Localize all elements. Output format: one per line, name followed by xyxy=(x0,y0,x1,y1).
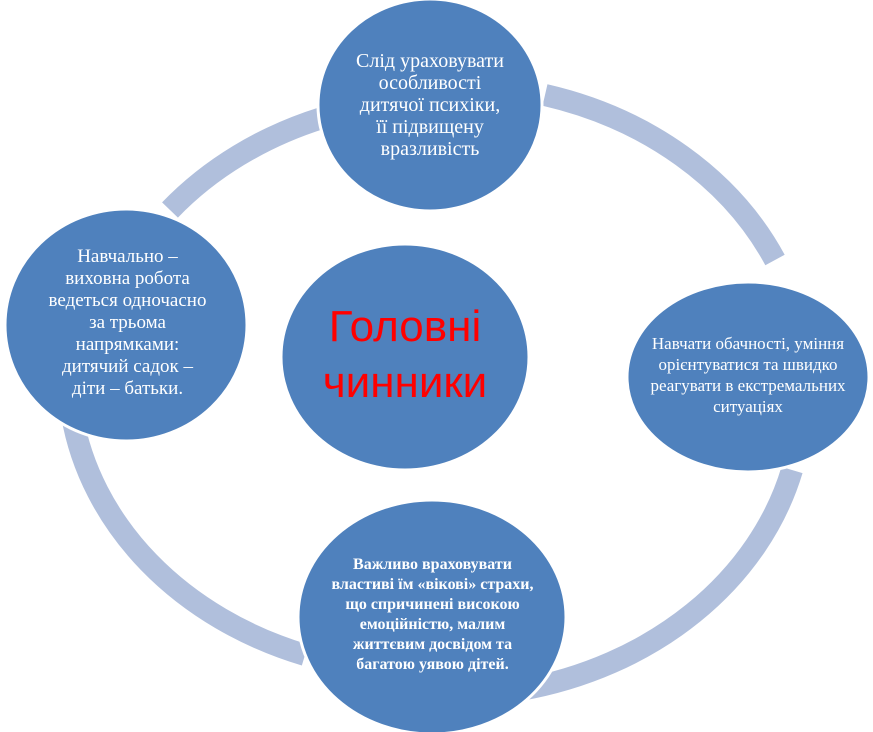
cycle-arrow-bottom-left xyxy=(61,413,309,666)
node-bottom-text: Важливо враховувати властиві їм «вікові»… xyxy=(331,556,534,673)
center-title: Головні чинники xyxy=(300,290,510,420)
cycle-arrow-left-top xyxy=(162,107,326,218)
node-right xyxy=(625,280,871,474)
node-top-text: Слід ураховувати особливості дитячої пси… xyxy=(356,50,504,160)
node-right-text: Навчати обачності, уміння орієнтуватися … xyxy=(650,334,846,416)
cycle-arrow-top-right xyxy=(542,84,785,266)
center-title-line1: Головні xyxy=(328,302,482,351)
center-title-line2: чинники xyxy=(322,358,488,407)
node-bottom xyxy=(296,498,568,732)
node-center xyxy=(279,242,531,472)
node-top xyxy=(316,0,544,213)
node-left-text: Навчально – виховна робота ведеться одно… xyxy=(48,245,207,399)
cycle-arrow-right-bottom xyxy=(518,466,803,701)
node-left xyxy=(3,207,249,443)
